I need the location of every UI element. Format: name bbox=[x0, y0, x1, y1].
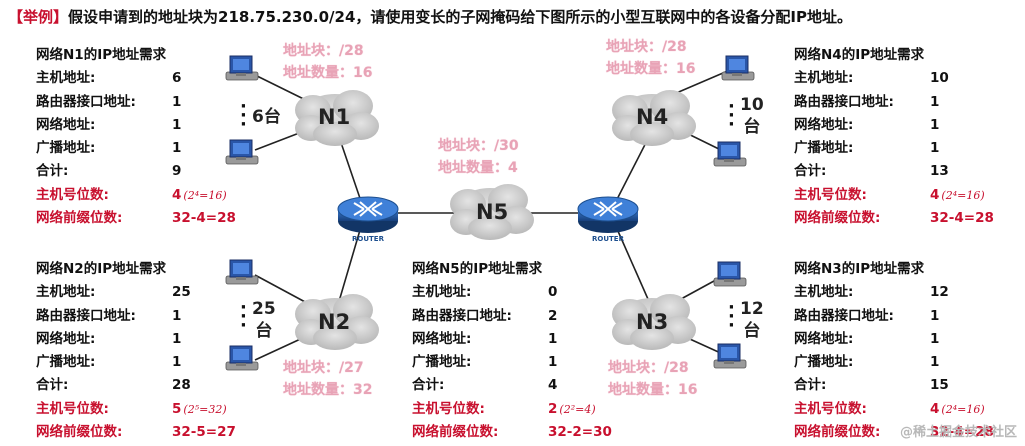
row-total: 合计:28 bbox=[36, 377, 191, 394]
row-router: 路由器接口地址:2 bbox=[412, 307, 558, 324]
row-prefix: 网络前缀位数:32-4=28 bbox=[36, 210, 236, 227]
ellipsis-dots: ··· bbox=[728, 297, 735, 336]
cloud-label-n3: N3 bbox=[636, 310, 669, 334]
cloud-label-n4: N4 bbox=[636, 105, 669, 129]
row-bcast: 广播地址:1 bbox=[412, 354, 558, 371]
title-text: 假设申请到的地址块为218.75.230.0/24，请使用变长的子网掩码给下图所… bbox=[68, 8, 852, 26]
row-net: 网络地址:1 bbox=[794, 330, 940, 347]
row-total: 合计:4 bbox=[412, 377, 558, 394]
panel-n5: 网络N5的IP地址需求 主机地址:0 路由器接口地址:2 网络地址:1 广播地址… bbox=[412, 258, 612, 444]
router-right-icon bbox=[577, 196, 639, 234]
row-host-bits: 主机号位数:4(2⁴=16) bbox=[36, 186, 227, 203]
router-label: ROUTER bbox=[592, 235, 625, 243]
row-router: 路由器接口地址:1 bbox=[794, 307, 940, 324]
row-hosts: 主机地址:6 bbox=[36, 70, 182, 87]
panel-heading: 网络N3的IP地址需求 bbox=[794, 261, 925, 277]
title-prefix: 【举例】 bbox=[8, 8, 69, 26]
panel-n3: 网络N3的IP地址需求 主机地址:12 路由器接口地址:1 网络地址:1 广播地… bbox=[794, 258, 994, 444]
row-router: 路由器接口地址:1 bbox=[794, 93, 940, 110]
ellipsis-dots: ··· bbox=[240, 297, 247, 336]
pc-icon bbox=[713, 141, 747, 167]
row-bcast: 广播地址:1 bbox=[36, 354, 182, 371]
panel-heading: 网络N4的IP地址需求 bbox=[794, 47, 925, 63]
cloud-label-n5: N5 bbox=[476, 200, 509, 224]
row-prefix: 网络前缀位数:32-2=30 bbox=[412, 424, 612, 441]
page-title: 【举例】假设申请到的地址块为218.75.230.0/24，请使用变长的子网掩码… bbox=[8, 6, 852, 27]
watermark: @稀土掘金技术社区 bbox=[899, 425, 1017, 440]
router-left-icon bbox=[337, 196, 399, 234]
pc-icon bbox=[721, 55, 755, 81]
row-bcast: 广播地址:1 bbox=[794, 140, 940, 157]
panel-n4: 网络N4的IP地址需求 主机地址:10 路由器接口地址:1 网络地址:1 广播地… bbox=[794, 44, 994, 230]
row-net: 网络地址:1 bbox=[36, 116, 182, 133]
row-hosts: 主机地址:10 bbox=[794, 70, 949, 87]
row-total: 合计:13 bbox=[794, 163, 949, 180]
panel-n1: 网络N1的IP地址需求 主机地址:6 路由器接口地址:1 网络地址:1 广播地址… bbox=[36, 44, 236, 230]
row-host-bits: 主机号位数:5(2⁵=32) bbox=[36, 400, 227, 417]
row-hosts: 主机地址:0 bbox=[412, 284, 558, 301]
ellipsis-dots: ··· bbox=[728, 96, 735, 135]
panel-n2: 网络N2的IP地址需求 主机地址:25 路由器接口地址:1 网络地址:1 广播地… bbox=[36, 258, 236, 444]
row-total: 合计:15 bbox=[794, 377, 949, 394]
row-hosts: 主机地址:25 bbox=[36, 284, 191, 301]
row-host-bits: 主机号位数:2(2²=4) bbox=[412, 400, 596, 417]
ellipsis-dots: ··· bbox=[240, 96, 247, 135]
row-host-bits: 主机号位数:4(2⁴=16) bbox=[794, 400, 985, 417]
panel-heading: 网络N1的IP地址需求 bbox=[36, 47, 167, 63]
row-net: 网络地址:1 bbox=[36, 330, 182, 347]
row-router: 路由器接口地址:1 bbox=[36, 307, 182, 324]
row-net: 网络地址:1 bbox=[412, 330, 558, 347]
row-hosts: 主机地址:12 bbox=[794, 284, 949, 301]
row-total: 合计:9 bbox=[36, 163, 182, 180]
panel-heading: 网络N5的IP地址需求 bbox=[412, 261, 543, 277]
row-prefix: 网络前缀位数:32-4=28 bbox=[794, 210, 994, 227]
cloud-label-n2: N2 bbox=[318, 310, 351, 334]
row-bcast: 广播地址:1 bbox=[794, 354, 940, 371]
device-count-n1: 6台 bbox=[252, 107, 281, 127]
cloud-label-n1: N1 bbox=[318, 105, 351, 129]
pc-icon bbox=[713, 343, 747, 369]
pc-icon bbox=[713, 261, 747, 287]
panel-heading: 网络N2的IP地址需求 bbox=[36, 261, 167, 277]
row-net: 网络地址:1 bbox=[794, 116, 940, 133]
row-router: 路由器接口地址:1 bbox=[36, 93, 182, 110]
row-prefix: 网络前缀位数:32-4=28 bbox=[794, 424, 994, 441]
router-label: ROUTER bbox=[352, 235, 385, 243]
row-host-bits: 主机号位数:4(2⁴=16) bbox=[794, 186, 985, 203]
row-prefix: 网络前缀位数:32-5=27 bbox=[36, 424, 236, 441]
row-bcast: 广播地址:1 bbox=[36, 140, 182, 157]
